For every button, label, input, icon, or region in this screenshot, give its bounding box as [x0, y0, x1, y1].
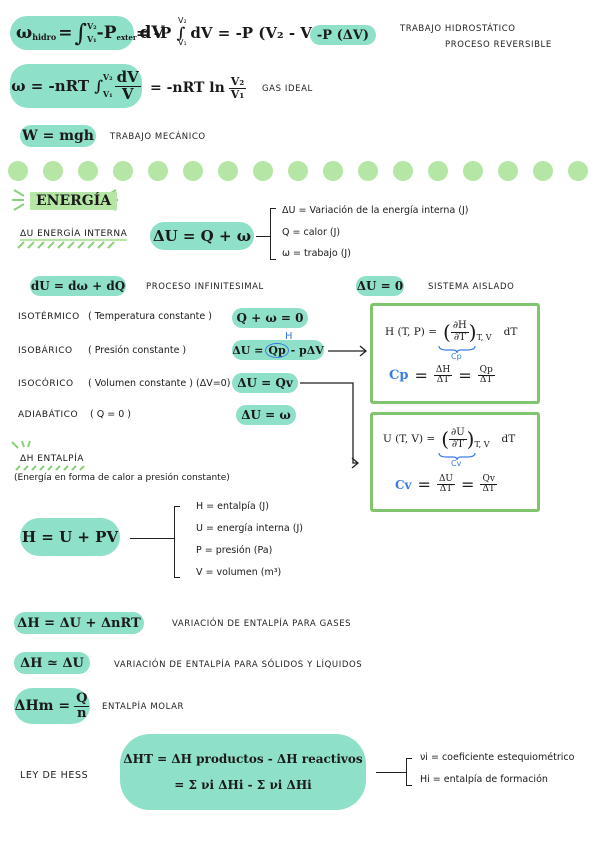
separator-dot	[218, 161, 238, 181]
process-isocorico-name: ISOCÓRICO	[18, 379, 74, 389]
separator-dot	[148, 161, 168, 181]
entalpia-title: ΔH ENTALPÍA	[20, 454, 84, 464]
separator-dot	[428, 161, 448, 181]
separator-dot	[463, 161, 483, 181]
solid-liquid-enthalpy-formula: ΔH ≃ ΔU	[14, 652, 90, 674]
hess-law-formula: ΔHT = ΔH productos - ΔH reactivos = Σ νi…	[120, 734, 366, 810]
molar-enthalpy-note: ENTALPÍA MOLAR	[102, 702, 185, 712]
cv-brace-label: Cv	[451, 459, 462, 468]
separator-dot	[533, 161, 553, 181]
separator-dot	[8, 161, 28, 181]
enthalpy-def-h: H = entalpía (J)	[196, 501, 269, 512]
separator-dot	[498, 161, 518, 181]
separator-dot	[288, 161, 308, 181]
infinitesimal-formula: dU = dω + dQ	[30, 276, 126, 296]
separator-dot	[43, 161, 63, 181]
enthalpy-annotation: H	[285, 331, 293, 342]
first-law-def-q: Q = calor (J)	[282, 227, 341, 238]
reversible-process-note: PROCESO REVERSIBLE	[445, 40, 552, 50]
mechanical-work-note: TRABAJO MECÁNICO	[110, 132, 206, 142]
separator-dot	[568, 161, 588, 181]
process-isobarico-name: ISOBÁRICO	[18, 346, 73, 356]
integral-limit-bottom: V₁	[178, 38, 187, 47]
hess-connector	[376, 772, 406, 773]
enthalpy-def-v: V = volumen (m³)	[196, 567, 282, 578]
gas-enthalpy-note: VARIACIÓN DE ENTALPÍA PARA GASES	[172, 619, 352, 629]
gas-enthalpy-formula: ΔH = ΔU + ΔnRT	[14, 612, 144, 634]
hess-line-1: ΔHT = ΔH productos - ΔH reactivos	[123, 752, 363, 766]
enthalpy-def-p: P = presión (Pa)	[196, 545, 273, 556]
box2-lhs: U (T, V) =	[383, 433, 436, 445]
separator-dot	[358, 161, 378, 181]
process-isocorico-desc: ( Volumen constante ) (ΔV=0)	[88, 378, 231, 389]
energia-title: ENERGÍA	[30, 192, 118, 210]
separator-dot	[78, 161, 98, 181]
mechanical-work-formula: W = mgh	[20, 125, 96, 147]
separator-dot	[253, 161, 273, 181]
separator-dot	[183, 161, 203, 181]
cp-brace-label: Cp	[451, 352, 462, 361]
ideal-gas-note: GAS IDEAL	[262, 84, 313, 94]
process-adiabatico-desc: ( Q = 0 )	[90, 409, 131, 420]
cv-symbol: Cv	[395, 477, 412, 492]
process-isobarico-desc: ( Presión constante )	[88, 345, 187, 356]
internal-energy-label: ΔU ENERGÍA INTERNA	[20, 229, 128, 241]
separator-dot	[393, 161, 413, 181]
hess-law-label: LEY DE HESS	[20, 770, 89, 781]
enthalpy-def-u: U = energía interna (J)	[196, 523, 303, 534]
hess-def-formation: Hi = entalpía de formación	[420, 774, 548, 785]
first-law-def-w: ω = trabajo (J)	[282, 248, 351, 259]
isolated-system-note: SISTEMA AISLADO	[428, 282, 515, 292]
first-law-connector	[256, 236, 270, 237]
box1-lhs: H (T, P) =	[385, 326, 438, 338]
process-adiabatico-formula: ΔU = ω	[236, 405, 296, 425]
process-isotermico-name: ISOTÉRMICO	[18, 312, 80, 322]
cp-symbol: Cp	[389, 368, 409, 384]
hess-line-2: = Σ νi ΔHi - Σ νi ΔHi	[174, 778, 312, 792]
entalpia-subtitle: (Energía en forma de calor a presión con…	[14, 473, 230, 483]
enthalpy-definition-formula: H = U + PV	[20, 518, 120, 556]
infinitesimal-note: PROCESO INFINITESIMAL	[146, 282, 264, 292]
process-isotermico-desc: ( Temperatura constante )	[88, 311, 212, 322]
process-isocorico-formula: ΔU = Qv	[232, 373, 298, 393]
hydrostatic-work-expansion: = -P ∫ dV = -P (V₂ - V₁) =	[136, 24, 344, 42]
integral-limit-top: V₂	[178, 16, 187, 25]
cp-brace	[438, 345, 476, 354]
process-isobarico-formula: ΔU = Qp - pΔV	[232, 340, 324, 360]
first-law-def-du: ΔU = Variación de la energía interna (J)	[282, 205, 469, 216]
separator-dot	[113, 161, 133, 181]
separator-dot	[323, 161, 343, 181]
isolated-system-formula: ΔU = 0	[356, 276, 404, 296]
enthalpy-connector	[130, 538, 174, 539]
hydrostatic-work-note: TRABAJO HIDROSTÁTICO	[400, 24, 516, 34]
arrow-to-energy-box	[300, 382, 360, 469]
hess-def-coefficient: νi = coeficiente estequiométrico	[420, 752, 575, 763]
hess-bracket	[406, 758, 407, 786]
hydrostatic-work-result: -P (ΔV)	[310, 25, 376, 45]
arrow-to-enthalpy-box	[328, 345, 368, 357]
process-isotermico-formula: Q + ω = 0	[232, 308, 308, 328]
first-law-formula: ΔU = Q + ω	[150, 222, 254, 250]
first-law-bracket	[270, 208, 271, 260]
entalpia-highlight-strokes	[11, 440, 85, 471]
enthalpy-bracket	[174, 506, 175, 578]
process-adiabatico-name: ADIABÁTICO	[18, 410, 79, 420]
solid-liquid-enthalpy-note: VARIACIÓN DE ENTALPÍA PARA SÓLIDOS Y LÍQ…	[114, 660, 363, 670]
cv-brace	[438, 452, 476, 461]
